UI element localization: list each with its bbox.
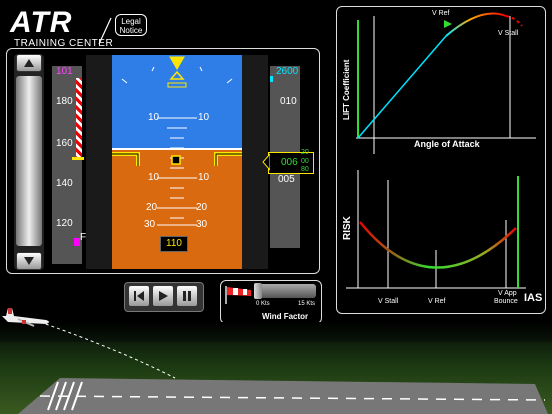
lift-vref-label: V Ref — [432, 10, 450, 17]
risk-vstall-label: V Stall — [378, 298, 399, 305]
runway-scene — [2, 308, 548, 414]
horizon-glow — [0, 322, 552, 342]
logo-slash-icon — [98, 17, 112, 45]
glide-path — [39, 321, 176, 379]
scroll-up-button[interactable] — [16, 54, 42, 72]
triangle-up-icon — [24, 59, 34, 67]
wind-factor-title: Wind Factor — [262, 312, 309, 321]
pfd-panel — [6, 48, 320, 274]
play-button[interactable] — [152, 285, 174, 307]
lift-xlabel: Angle of Attack — [414, 139, 480, 149]
altitude-readout-small-2: 00 — [301, 158, 309, 165]
play-icon — [159, 291, 168, 301]
wind-slider-track[interactable] — [254, 284, 316, 298]
speed-tick-140: 140 — [56, 178, 73, 189]
speed-tick-180: 180 — [56, 96, 73, 107]
speed-reference-line — [72, 157, 84, 160]
pause-icon — [183, 291, 191, 301]
speed-trend-marker — [74, 238, 80, 246]
scroll-down-button[interactable] — [16, 252, 42, 270]
speed-bug-label: 101 — [56, 66, 73, 77]
pitch-label-down-30-left: 30 — [144, 219, 156, 230]
altitude-pointer-icon — [262, 153, 270, 171]
triangle-down-icon — [24, 257, 34, 265]
runway-centerline — [39, 395, 546, 401]
risk-chart — [346, 170, 526, 289]
heading-readout: 110 — [160, 236, 188, 252]
speed-overspeed-band — [76, 78, 82, 160]
lift-vstall-label: V Stall — [498, 30, 519, 37]
pitch-label-up-10-right: 10 — [198, 112, 210, 123]
altitude-readout: 006 — [281, 157, 298, 168]
altitude-readout-small-3: 80 — [301, 166, 309, 173]
speed-tick-160: 160 — [56, 138, 73, 149]
horizon-line — [112, 148, 242, 150]
pitch-label-down-20-left: 20 — [146, 202, 158, 213]
runway-threshold-marks — [47, 381, 83, 411]
pitch-label-down-20-right: 20 — [196, 202, 208, 213]
risk-bounce-label: Bounce — [494, 298, 518, 305]
legal-label-1: Legal — [121, 17, 141, 26]
wind-max-label: 15 Kts — [298, 301, 316, 307]
charts-panel — [336, 6, 546, 314]
altitude-readout-box: 006 20 00 80 — [268, 149, 314, 174]
wind-slider-thumb[interactable] — [254, 283, 262, 299]
legal-label-2: Notice — [119, 26, 143, 35]
lift-linear-segment — [357, 35, 447, 139]
windsock-icon — [225, 286, 251, 304]
lift-ylabel: LIFT Coefficient — [342, 59, 351, 120]
wind-min-label: 0 Kts — [256, 301, 270, 307]
speed-tick-120: 120 — [56, 218, 73, 229]
rewind-button[interactable] — [128, 285, 150, 307]
lift-chart — [356, 12, 536, 154]
risk-curve — [359, 221, 517, 269]
pause-button[interactable] — [176, 285, 198, 307]
atr-logo: ATR — [10, 6, 73, 39]
vref-marker-icon — [444, 20, 452, 28]
legal-notice-button[interactable]: Legal Notice — [115, 14, 147, 36]
pitch-label-down-10-left: 10 — [148, 172, 160, 183]
runway — [18, 378, 548, 414]
altitude-tick-010: 010 — [280, 96, 297, 107]
aircraft-symbol-icon — [112, 152, 242, 166]
lift-curve-top — [445, 12, 507, 37]
training-center-label: TRAINING CENTER — [14, 38, 114, 49]
altitude-readout-small-1: 20 — [301, 149, 309, 156]
aircraft-icon — [2, 308, 49, 327]
risk-xlabel: IAS — [524, 292, 543, 304]
lift-curve-stall — [505, 15, 523, 27]
scroll-thumb[interactable] — [16, 76, 42, 246]
risk-vref-label: V Ref — [428, 298, 446, 305]
speed-marker-f: F — [80, 232, 87, 243]
pitch-label-down-30-right: 30 — [196, 219, 208, 230]
risk-ylabel: RISK — [342, 216, 353, 240]
altitude-bug-label: 2600 — [276, 66, 299, 77]
altitude-tick-005: 005 — [278, 174, 295, 185]
pitch-label-up-10-left: 10 — [148, 112, 160, 123]
pitch-label-down-10-right: 10 — [198, 172, 210, 183]
attitude-mask-left — [86, 55, 112, 269]
risk-vapp-label: V App — [498, 290, 517, 297]
altitude-bug-marker — [270, 76, 273, 82]
skip-back-icon — [134, 291, 144, 301]
